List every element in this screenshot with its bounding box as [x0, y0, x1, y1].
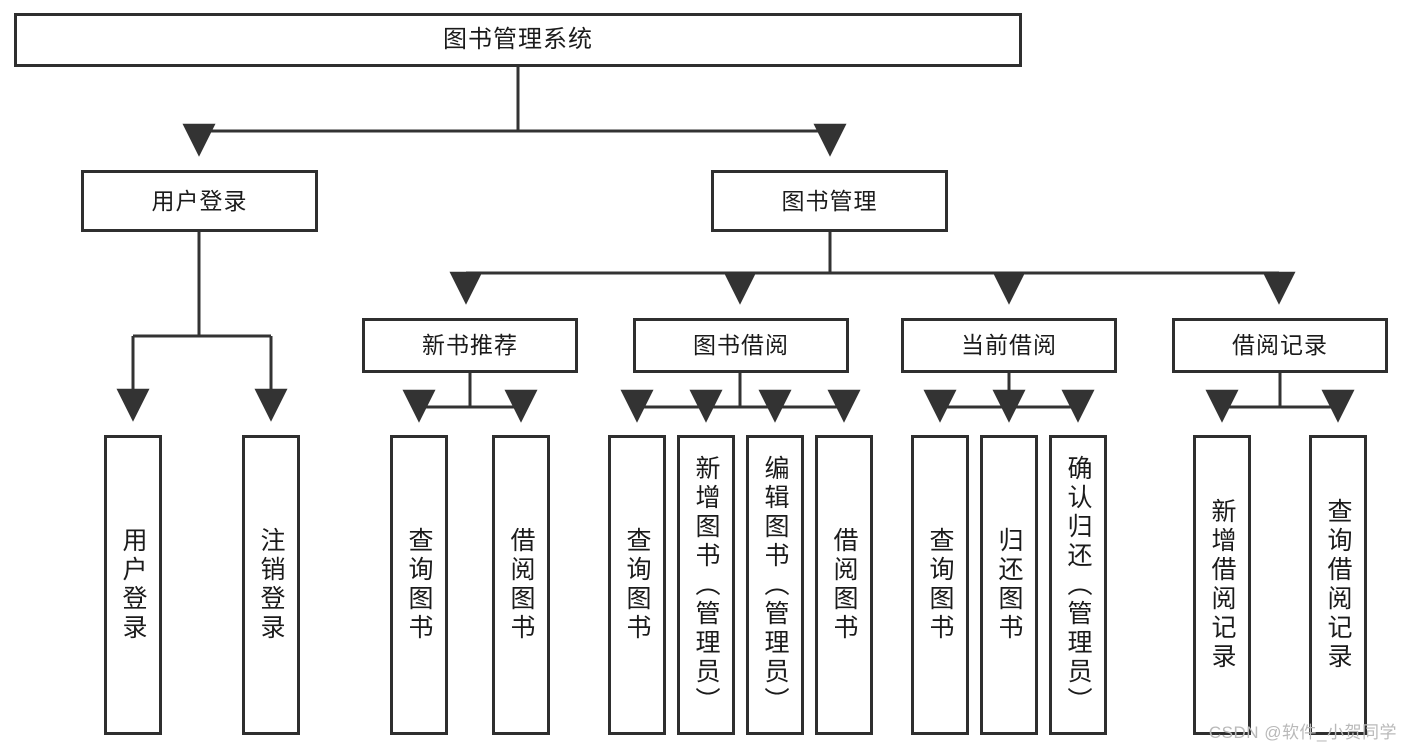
node-label: 图书借阅: [693, 332, 789, 359]
leaf-add-borrow-record[interactable]: 新增借阅记录: [1193, 435, 1251, 735]
node-book-management[interactable]: 图书管理: [711, 170, 948, 232]
leaf-query-books-recommend[interactable]: 查询图书: [390, 435, 448, 735]
node-label: 借阅图书: [830, 527, 858, 643]
leaf-logout[interactable]: 注销登录: [242, 435, 300, 735]
node-label: 用户登录: [151, 187, 248, 214]
leaf-user-login[interactable]: 用户登录: [104, 435, 162, 735]
node-label: 新书推荐: [422, 332, 518, 359]
leaf-edit-book-admin[interactable]: 编辑图书（管理员）: [746, 435, 804, 735]
node-label: 查询图书: [405, 527, 433, 643]
node-label: 注销登录: [257, 527, 285, 643]
node-borrow-records[interactable]: 借阅记录: [1172, 318, 1388, 373]
node-label: 归还图书: [995, 527, 1023, 643]
node-label: 新增借阅记录: [1208, 498, 1236, 672]
node-current-borrowing[interactable]: 当前借阅: [901, 318, 1117, 373]
leaf-query-books-borrow[interactable]: 查询图书: [608, 435, 666, 735]
node-new-book-recommendation[interactable]: 新书推荐: [362, 318, 578, 373]
node-label: 查询借阅记录: [1324, 498, 1352, 672]
node-label: 图书管理系统: [443, 26, 593, 54]
leaf-borrow-books[interactable]: 借阅图书: [815, 435, 873, 735]
leaf-query-borrow-record[interactable]: 查询借阅记录: [1309, 435, 1367, 735]
leaf-query-books-current[interactable]: 查询图书: [911, 435, 969, 735]
node-label: 确认归还（管理员）: [1064, 454, 1092, 716]
node-label: 查询图书: [926, 527, 954, 643]
node-label: 编辑图书（管理员）: [761, 454, 789, 716]
node-book-borrowing[interactable]: 图书借阅: [633, 318, 849, 373]
leaf-add-book-admin[interactable]: 新增图书（管理员）: [677, 435, 735, 735]
node-label: 用户登录: [119, 527, 147, 643]
node-label: 借阅图书: [507, 527, 535, 643]
node-user-login[interactable]: 用户登录: [81, 170, 318, 232]
node-label: 查询图书: [623, 527, 651, 643]
leaf-borrow-books-recommend[interactable]: 借阅图书: [492, 435, 550, 735]
node-label: 当前借阅: [961, 332, 1057, 359]
leaf-confirm-return-admin[interactable]: 确认归还（管理员）: [1049, 435, 1107, 735]
leaf-return-books[interactable]: 归还图书: [980, 435, 1038, 735]
node-label: 新增图书（管理员）: [692, 454, 720, 716]
node-root-book-management-system[interactable]: 图书管理系统: [14, 13, 1022, 67]
node-label: 借阅记录: [1232, 332, 1328, 359]
csdn-watermark: CSDN @软件_小贺同学: [1208, 723, 1397, 742]
node-label: 图书管理: [781, 187, 878, 214]
